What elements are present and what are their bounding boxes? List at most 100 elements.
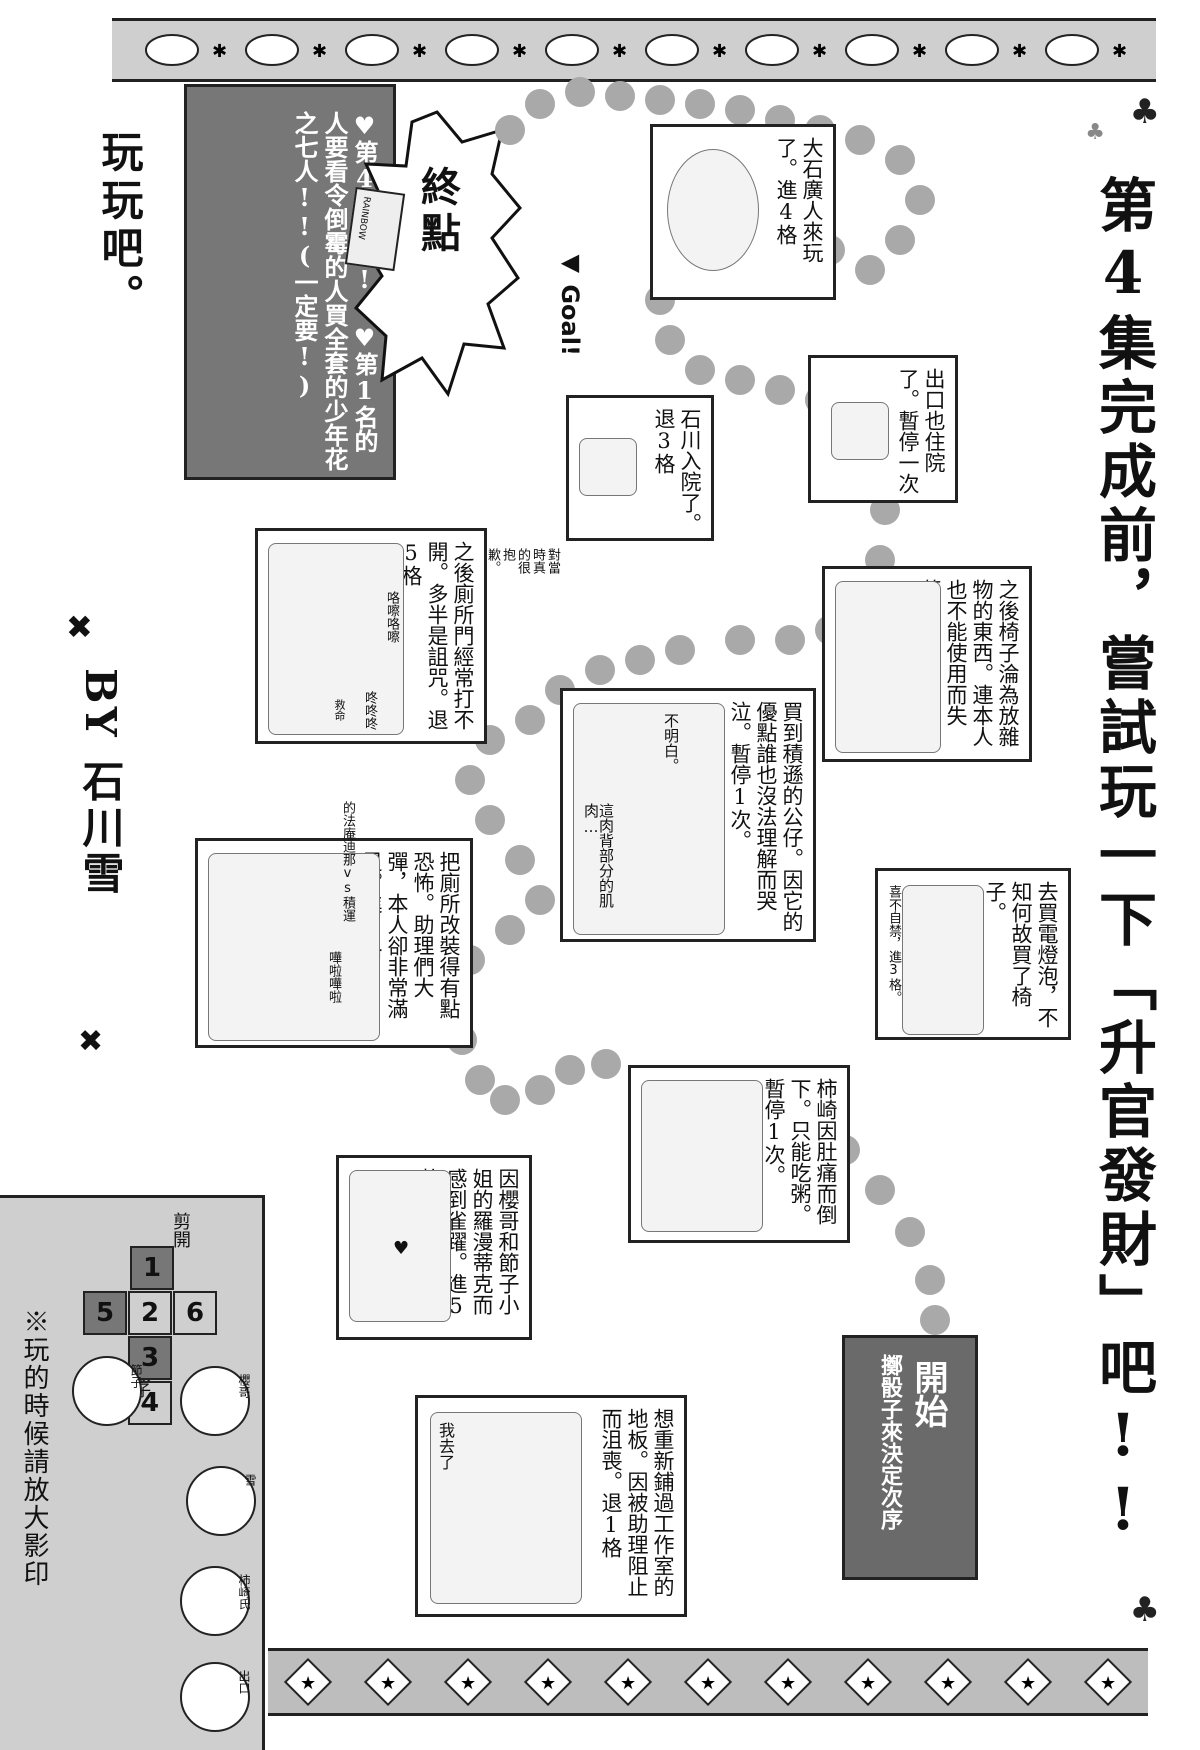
path-dot (585, 655, 615, 685)
path-dot (685, 89, 715, 119)
print-note: ※玩的時候請放大影印 (19, 1308, 49, 1588)
die-face-2: 2 (128, 1291, 172, 1335)
path-dot (495, 115, 525, 145)
byline: BY 石川雪 (76, 668, 125, 898)
border-diamond (683, 1657, 733, 1707)
square-illustration (667, 149, 759, 271)
path-dot (505, 845, 535, 875)
annotation: 咚咚咚 (362, 691, 377, 730)
path-dot (895, 1217, 925, 1247)
speech-bubble: 我去了 (436, 1422, 455, 1470)
border-star: ✱ (912, 41, 927, 62)
path-dot (885, 225, 915, 255)
board-square: 大石廣人來玩了。進4格 (650, 124, 836, 300)
path-dot (525, 1075, 555, 1105)
die-face-6: 6 (173, 1291, 217, 1335)
border-star: ★ (380, 1673, 396, 1694)
path-dot (685, 355, 715, 385)
path-dot (915, 1265, 945, 1295)
square-illustration (835, 581, 941, 753)
path-dot (565, 77, 595, 107)
goal-label: 終點 (414, 166, 461, 258)
heart-icon: ♥ (393, 1238, 410, 1259)
border-motif (345, 34, 399, 66)
path-dot (625, 645, 655, 675)
annotation: 嘩啦嘩啦 (326, 951, 341, 1003)
border-star: ✱ (1112, 41, 1127, 62)
clover-icon: ♣ (1085, 120, 1105, 145)
die-face-1: 1 (130, 1246, 174, 1290)
border-motif (1045, 34, 1099, 66)
path-dot (465, 1065, 495, 1095)
top-border: ✱✱✱✱✱✱✱✱✱✱ (112, 18, 1156, 82)
border-motif (145, 34, 199, 66)
border-diamond (523, 1657, 573, 1707)
closing-text: 玩玩吧。 (95, 130, 144, 322)
square-text: 柿崎因肚痛而倒下。只能吃粥。暫停1次。 (762, 1078, 838, 1225)
speech-bubble: 這肉背部分的肌肉… (582, 803, 615, 908)
player-token-avatar: 節子 (72, 1356, 143, 1426)
square-text: 去買電燈泡，不知何故買了椅子。 (983, 881, 1059, 1028)
border-diamond (843, 1657, 893, 1707)
square-text: 把廁所改裝得有點恐怖。助理們大彈，本人卻非常滿足。進3格 (359, 851, 461, 1019)
path-dot (765, 375, 795, 405)
dice-panel: ※玩的時候請放大影印 剪開 ・骰子・ 1 2 3 4 5 6 櫻哥 節子 雪 柿… (0, 1195, 265, 1750)
board-square: 柿崎因肚痛而倒下。只能吃粥。暫停1次。 (628, 1065, 850, 1243)
square-text: 想重新鋪過工作室的地板。因被助理阻止而沮喪。退1格 (599, 1408, 675, 1597)
path-dot (525, 885, 555, 915)
border-motif (945, 34, 999, 66)
border-diamond (923, 1657, 973, 1707)
border-star: ★ (1100, 1673, 1116, 1694)
square-text: 買到積遜的公仔。因它的優點誰也沒法理解而哭泣。暫停1次。 (728, 701, 804, 932)
border-diamond (363, 1657, 413, 1707)
border-star: ✱ (1012, 41, 1027, 62)
goal-note-panel: ♥第4期完成!!♥第1名的人要看令倒霉的人買全套的少年花之七人!!(一定要!) (184, 84, 396, 480)
player-token-avatar: 櫻哥 (180, 1366, 251, 1436)
annotation: 救命 (333, 699, 346, 721)
border-diamond (1003, 1657, 1053, 1707)
border-star: ★ (540, 1673, 556, 1694)
path-dot (725, 625, 755, 655)
border-diamond (443, 1657, 493, 1707)
border-star: ✱ (712, 41, 727, 62)
border-star: ✱ (512, 41, 527, 62)
board-square: 去買電燈泡，不知何故買了椅子。 喜不自禁，進3格。 (875, 868, 1071, 1040)
path-dot (665, 635, 695, 665)
border-star: ★ (460, 1673, 476, 1694)
path-dot (885, 145, 915, 175)
annotation: 對當時真的很抱歉。 (485, 548, 560, 574)
border-star: ✱ (412, 41, 427, 62)
path-dot (865, 1175, 895, 1205)
player-token-avatar: 雪 (186, 1466, 257, 1536)
hospital-icon (579, 438, 637, 496)
board-square: 買到積遜的公仔。因它的優點誰也沒法理解而哭泣。暫停1次。 不明白。 這肉背部分的… (560, 688, 816, 942)
player-token-avatar: 柿崎氏 (180, 1566, 251, 1636)
start-heading: 開始 (908, 1360, 948, 1428)
bottom-border: ★★★★★★★★★★★ (268, 1648, 1148, 1716)
goal-note: ♥第4期完成!!♥第1名的人要看令倒霉的人買全套的少年花之七人!!(一定要!) (290, 111, 379, 471)
square-illustration (902, 885, 984, 1035)
square-text: 大石廣人來玩了。進4格 (774, 137, 824, 263)
border-star: ★ (940, 1673, 956, 1694)
square-text: 出口也住院了。暫停一次 (896, 368, 946, 494)
border-motif (245, 34, 299, 66)
border-star: ★ (860, 1673, 876, 1694)
path-dot (490, 1085, 520, 1115)
border-motif (445, 34, 499, 66)
path-dot (555, 1055, 585, 1085)
square-illustration (573, 703, 725, 935)
hospital-icon (831, 402, 889, 460)
border-motif (645, 34, 699, 66)
player-token-avatar: 出口 (180, 1662, 251, 1732)
path-dot (515, 705, 545, 735)
board-square: 石川入院了。退3格 對當時真的很抱歉。 (485, 395, 714, 574)
square-illustration (268, 543, 404, 735)
path-dot (845, 125, 875, 155)
board-square: 之後椅子淪為放雜物的東西。連本人也不能使用而失落。退5格 (822, 566, 1032, 762)
bottom-border-pattern: ★★★★★★★★★★★ (283, 1657, 1133, 1707)
cut-label: 剪開 (170, 1212, 191, 1248)
square-illustration (349, 1170, 451, 1322)
annotation: 咯嚓咯嚓 (384, 591, 399, 643)
cross-icon: ✖ (66, 608, 93, 646)
border-star: ✱ (312, 41, 327, 62)
